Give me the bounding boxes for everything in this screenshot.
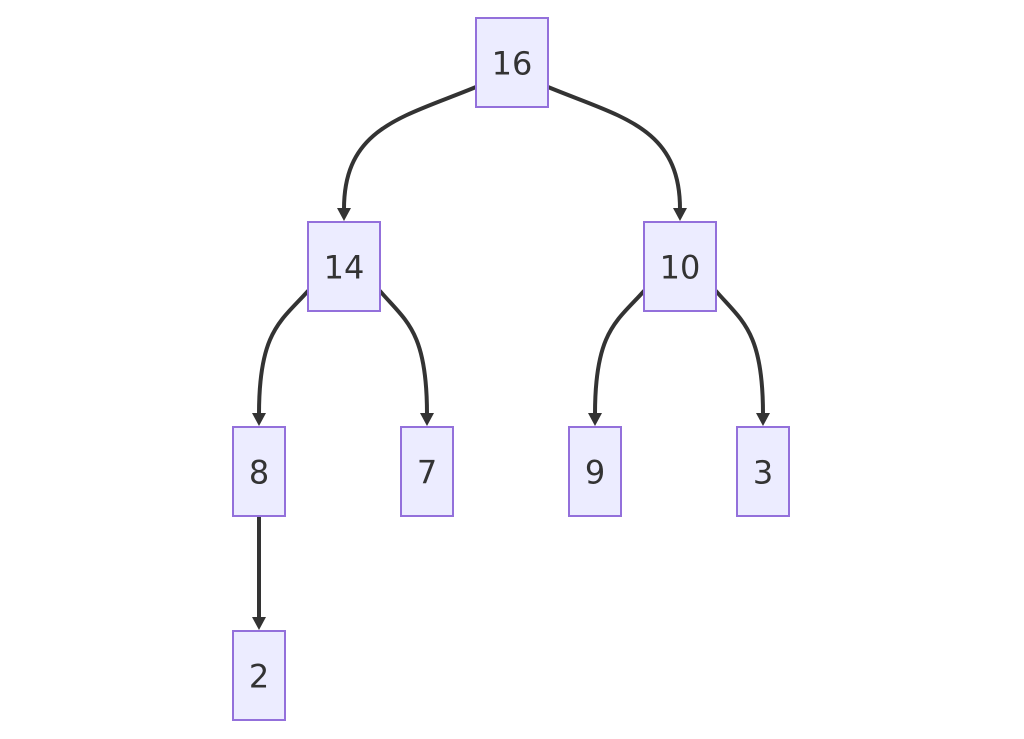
node-label: 10 <box>660 249 701 287</box>
tree-node-2: 2 <box>232 630 286 721</box>
arrowhead-14-to-7 <box>420 413 434 426</box>
node-label: 8 <box>249 454 269 492</box>
node-box <box>568 426 622 517</box>
node-label: 2 <box>249 658 269 696</box>
tree-node-8: 8 <box>232 426 286 517</box>
edges-layer <box>252 85 770 630</box>
edge-10-to-9 <box>593 289 646 416</box>
tree-node-14: 14 <box>307 221 381 312</box>
node-box <box>232 630 286 721</box>
node-box <box>232 426 286 517</box>
node-label: 9 <box>585 454 605 492</box>
tree-node-7: 7 <box>400 426 454 517</box>
edge-16-to-14 <box>342 85 478 211</box>
tree-node-3: 3 <box>736 426 790 517</box>
edge-14-to-8 <box>257 289 310 416</box>
arrowhead-16-to-14 <box>337 208 351 221</box>
node-label: 7 <box>417 454 437 492</box>
arrowhead-16-to-10 <box>673 208 687 221</box>
nodes-layer: 16 14 10 8 7 9 3 2 <box>232 17 790 721</box>
arrowhead-10-to-3 <box>756 413 770 426</box>
edge-10-to-3 <box>714 289 765 416</box>
edge-14-to-7 <box>378 289 429 416</box>
node-box <box>475 17 549 108</box>
node-box <box>736 426 790 517</box>
node-box <box>643 221 717 312</box>
node-box <box>307 221 381 312</box>
arrowhead-10-to-9 <box>588 413 602 426</box>
node-box <box>400 426 454 517</box>
arrowhead-14-to-8 <box>252 413 266 426</box>
tree-node-9: 9 <box>568 426 622 517</box>
tree-node-16: 16 <box>475 17 549 108</box>
node-label: 3 <box>753 454 773 492</box>
node-label: 14 <box>324 249 365 287</box>
edge-16-to-10 <box>546 85 682 211</box>
tree-node-10: 10 <box>643 221 717 312</box>
arrowhead-8-to-2 <box>252 617 266 630</box>
node-label: 16 <box>492 45 533 83</box>
